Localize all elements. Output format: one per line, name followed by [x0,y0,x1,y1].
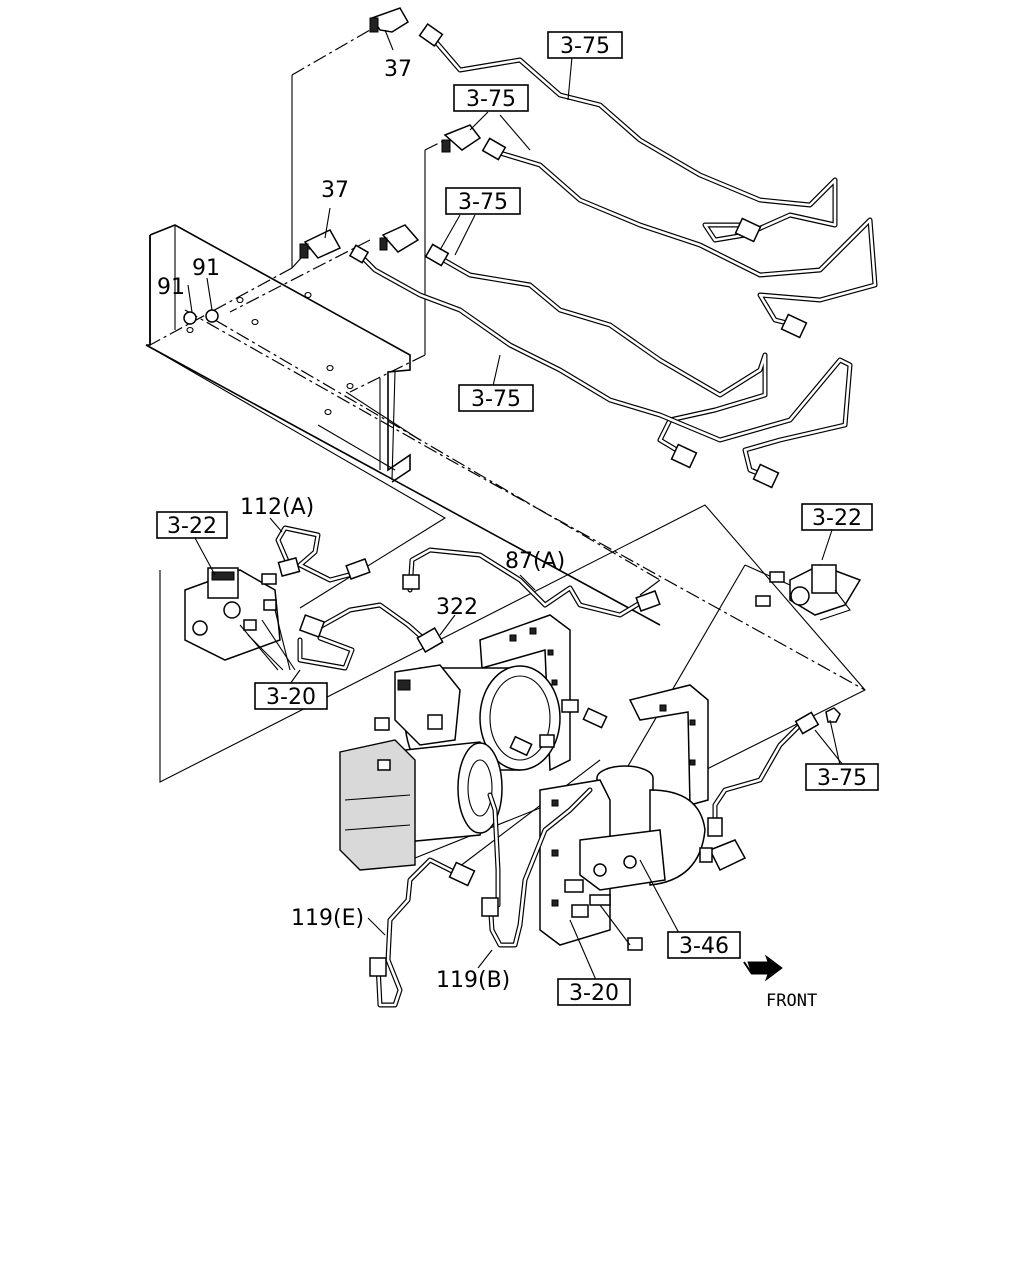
ref-box-3-75-top: 3-75 [547,31,623,59]
pipe-119B [481,787,593,948]
ref-box-3-46: 3-46 [667,931,741,959]
connector-mid-1 [481,137,507,161]
svg-text:3-22: 3-22 [812,506,862,531]
relay-valve-left [184,567,296,671]
nut-91-b [205,309,219,323]
svg-text:3-20: 3-20 [266,685,316,710]
callout-leaders [187,29,844,981]
svg-text:3-46: 3-46 [679,934,729,959]
ref-box-3-75-third: 3-75 [445,187,521,215]
svg-text:3-75: 3-75 [471,387,521,412]
callout-37-top: 37 [384,57,412,82]
callout-322: 322 [436,595,478,620]
union-fitting-mid [441,124,482,153]
connector-lower-2 [348,244,370,264]
callout-labels: 37 37 91 91 112(A) 87(A) 322 119(E) 119(… [157,57,565,993]
pipe-119E [369,857,476,1008]
union-fitting-37-top [369,7,410,33]
pipe-87A [402,547,661,618]
fittings-upper [183,7,808,489]
front-arrow-icon [743,954,783,982]
callout-37-mid: 37 [321,178,349,203]
connector-top-1 [418,23,444,47]
end-fitting-1 [734,217,762,243]
relay-valve-right [755,564,862,621]
ref-box-3-75-right: 3-75 [805,763,879,791]
svg-text:3-75: 3-75 [560,34,610,59]
callout-87A: 87(A) [505,549,565,574]
end-fitting-3 [670,443,698,469]
svg-text:3-22: 3-22 [167,514,217,539]
callout-91-a: 91 [157,275,185,300]
brake-pipes-upper [357,32,878,481]
pipe-right-375 [707,707,841,837]
nut-91-a [183,311,197,325]
svg-text:3-75: 3-75 [458,190,508,215]
end-fitting-4 [752,463,780,489]
callout-112A: 112(A) [240,495,314,520]
callout-119E: 119(E) [291,906,364,931]
svg-text:3-75: 3-75 [817,766,867,791]
ref-box-3-75-second: 3-75 [453,84,529,112]
frame-rail [145,224,661,626]
ref-box-3-22-right: 3-22 [801,503,873,531]
pipe-loop-left [297,602,444,671]
callout-119B: 119(B) [436,968,510,993]
reference-boxes: 3-75 3-75 3-75 3-75 3-22 3-22 3-20 3-75 [156,31,879,1006]
svg-text:3-20: 3-20 [569,981,619,1006]
front-label: FRONT [766,991,817,1011]
callout-91-b: 91 [192,256,220,281]
svg-text:3-75: 3-75 [466,87,516,112]
ref-box-3-20-left: 3-20 [254,682,328,710]
pipe-112A [275,525,371,583]
ref-box-3-22-left: 3-22 [156,511,228,539]
union-fitting-lower [379,224,420,253]
ref-box-3-20-bottom: 3-20 [557,978,631,1006]
front-indicator: FRONT [743,954,817,1011]
main-assembly [339,614,747,951]
ref-box-3-75-fourth: 3-75 [458,384,534,412]
union-fitting-37-mid [299,229,342,259]
end-fitting-2 [780,313,808,339]
